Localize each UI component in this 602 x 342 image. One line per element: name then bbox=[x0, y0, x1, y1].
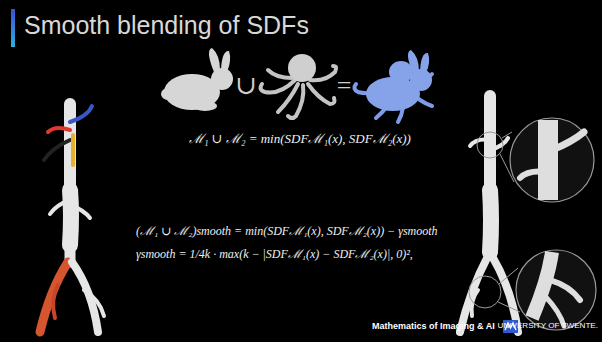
slide-title: Smooth blending of SDFs bbox=[24, 12, 309, 40]
footer-university: UNIVERSITY OF TWENTE. bbox=[498, 322, 598, 331]
octopus-figure bbox=[261, 54, 337, 118]
formula: ℳ₁ ∪ ℳ₂ = min(SDFℳ₁(x), SDFℳ₂(x)) bbox=[189, 132, 411, 146]
vessel-right bbox=[460, 96, 518, 332]
zoom-circle-top bbox=[510, 118, 594, 202]
zoom-circle-bottom bbox=[516, 250, 596, 330]
formula: γsmooth = 1/4k · max(k − |SDFℳ₁(x) − SDF… bbox=[136, 248, 413, 261]
bunny-figure bbox=[161, 48, 233, 111]
accent-bar bbox=[11, 9, 15, 47]
equals-symbol: = bbox=[337, 72, 352, 101]
blended-figure bbox=[354, 50, 432, 122]
formula: (ℳ₁ ∪ ℳ₂)smooth = min(SDFℳ₁(x), SDFℳ₂(x)… bbox=[136, 225, 438, 238]
footer-group: Mathematics of Imaging & AI bbox=[372, 322, 495, 332]
vessel-left bbox=[40, 104, 104, 332]
union-symbol: ∪ bbox=[235, 72, 257, 101]
